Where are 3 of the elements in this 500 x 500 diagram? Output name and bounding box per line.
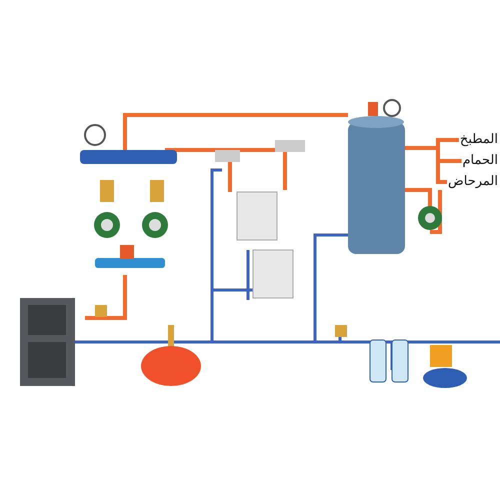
room-label: الحمام (462, 153, 498, 169)
room-label: المرحاض (448, 174, 498, 190)
room-label: المطبخ (460, 132, 498, 148)
